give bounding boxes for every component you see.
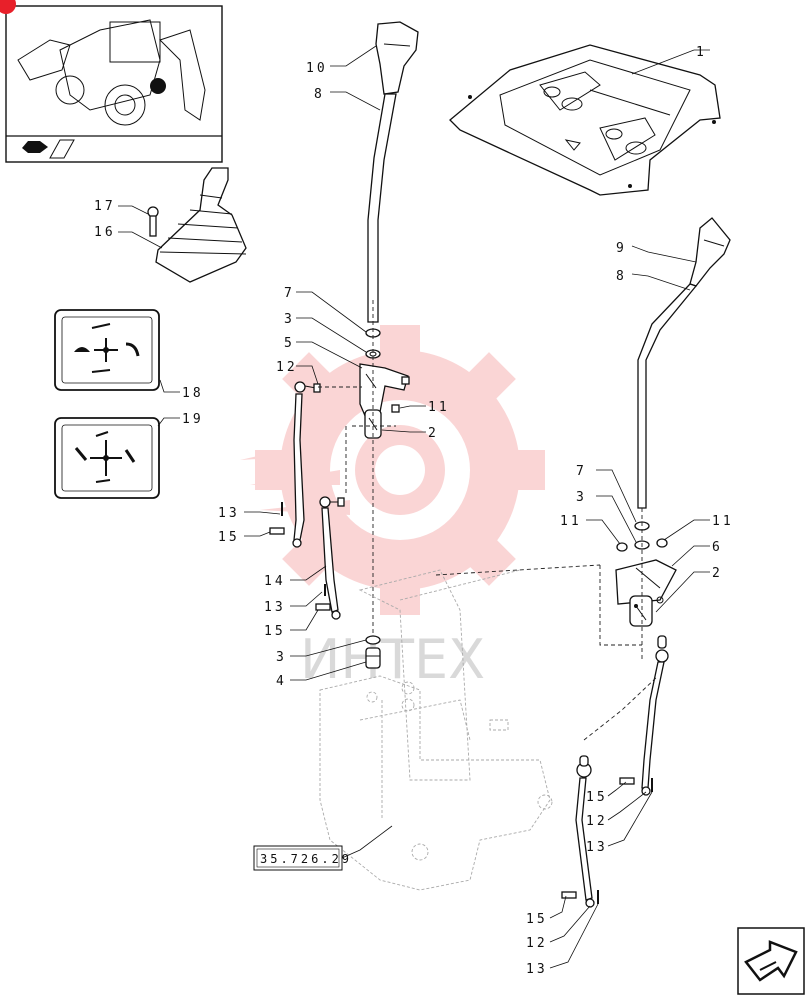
callout-9: 9 (616, 241, 627, 256)
callout-12: 12 (526, 936, 548, 951)
part-4-pivot-pin (365, 647, 381, 669)
control-tower-housing (319, 569, 553, 891)
callout-15: 15 (218, 530, 240, 545)
callout-11: 11 (428, 400, 450, 415)
part-5-bracket (359, 363, 410, 439)
right-bolts (561, 777, 653, 904)
callout-12: 12 (586, 814, 608, 829)
callout-13: 13 (264, 600, 286, 615)
reference-box-label: 35.726.29 (260, 852, 352, 866)
callout-2: 2 (428, 426, 439, 441)
backhoe-control-decal-icon (54, 417, 160, 499)
callout-5: 5 (284, 336, 295, 351)
callout-4: 4 (276, 674, 287, 689)
callout-7: 7 (576, 464, 587, 479)
watermark-gear-icon (240, 325, 545, 615)
callout-leaders (118, 45, 710, 969)
right-rod-upper (641, 635, 669, 796)
callout-3: 3 (576, 490, 587, 505)
left-lower-washer (365, 635, 381, 645)
thumbnail-frame (0, 0, 223, 163)
right-rod-lower (575, 755, 595, 908)
callout-13: 13 (218, 506, 240, 521)
left-rod-14 (319, 496, 345, 620)
callout-18: 18 (182, 386, 204, 401)
red-corner-badge (0, 0, 16, 14)
backhoe-loader-thumbnail-icon (17, 19, 206, 126)
reference-box[interactable]: 35.726.29 (253, 845, 352, 871)
callout-6: 6 (712, 540, 723, 555)
callout-16: 16 (94, 225, 116, 240)
callout-8: 8 (314, 87, 325, 102)
callout-15: 15 (526, 912, 548, 927)
left-rod-12 (292, 381, 321, 548)
callout-15: 15 (586, 790, 608, 805)
callout-19: 19 (182, 412, 204, 427)
callout-3: 3 (276, 650, 287, 665)
callout-labels: 1 10 8 9 8 17 16 7 3 5 12 11 2 18 19 13 … (94, 45, 734, 977)
right-control-lever (637, 217, 731, 509)
part-1-mounting-plate (449, 44, 721, 196)
callout-3: 3 (284, 312, 295, 327)
callout-14: 14 (264, 574, 286, 589)
callout-17: 17 (94, 199, 116, 214)
part-6-bracket (615, 559, 677, 627)
next-page-arrow-icon[interactable] (737, 927, 805, 995)
callout-1: 1 (696, 45, 707, 60)
part-16-rubber-boot (155, 167, 247, 283)
callout-7: 7 (284, 286, 295, 301)
left-control-lever (367, 21, 419, 323)
callout-11: 11 (560, 514, 582, 529)
left-lever-washers (365, 328, 381, 359)
watermark-text: ИНТЕХ (300, 628, 485, 691)
callout-13: 13 (586, 840, 608, 855)
callout-15: 15 (264, 624, 286, 639)
callout-11: 11 (712, 514, 734, 529)
callout-13: 13 (526, 962, 548, 977)
callout-12: 12 (276, 360, 298, 375)
left-bolts (269, 502, 331, 611)
part-17-screw (147, 206, 159, 237)
callout-10: 10 (306, 61, 328, 76)
callout-2: 2 (712, 566, 723, 581)
model-badge-icon (22, 139, 75, 159)
loader-control-decal-icon (54, 309, 160, 391)
callout-8: 8 (616, 269, 627, 284)
